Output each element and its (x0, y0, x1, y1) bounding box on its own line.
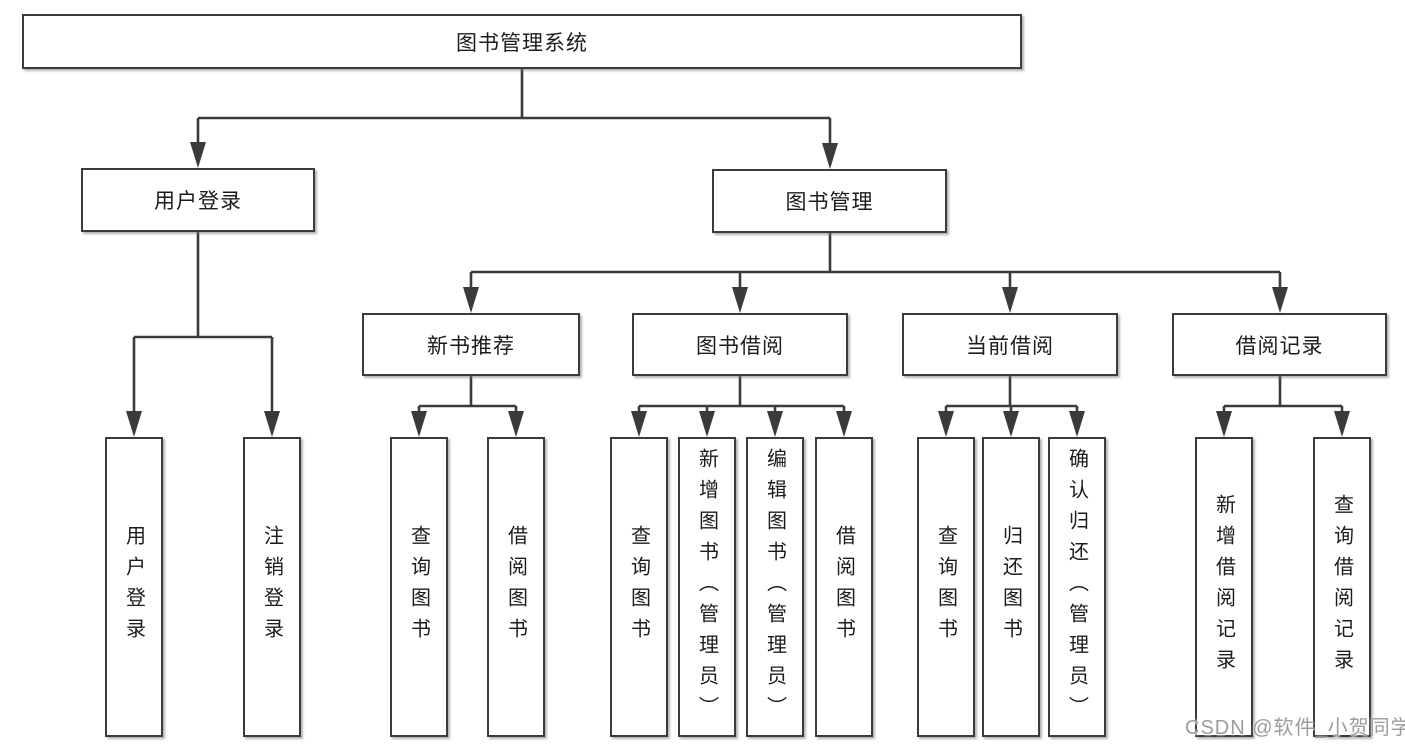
leaf-logout-label: 注销登录 (260, 525, 283, 649)
node-current-borrow: 当前借阅 (902, 313, 1118, 376)
leaf-logout: 注销登录 (243, 437, 301, 737)
node-root-system-label: 图书管理系统 (456, 31, 588, 55)
leaf-record-query-record-label: 查询借阅记录 (1330, 494, 1353, 680)
node-borrow-record-label: 借阅记录 (1235, 334, 1324, 358)
arrowhead-group (126, 142, 1350, 437)
node-new-book-recommend: 新书推荐 (362, 313, 580, 376)
leaf-record-add-record-label: 新增借阅记录 (1212, 494, 1235, 680)
node-borrow-record: 借阅记录 (1172, 313, 1387, 376)
leaf-current-return-book-label: 归还图书 (999, 525, 1022, 649)
node-book-borrow: 图书借阅 (632, 313, 848, 376)
leaf-borrow-query-book-label: 查询图书 (627, 525, 650, 649)
leaf-recommend-query-book: 查询图书 (390, 437, 448, 737)
leaf-borrow-add-book-admin-label: 新增图书（管理员） (695, 447, 718, 727)
leaf-borrow-edit-book-admin-label: 编辑图书（管理员） (763, 447, 786, 727)
node-book-borrow-label: 图书借阅 (696, 334, 784, 358)
leaf-borrow-borrow-book-label: 借阅图书 (832, 525, 855, 649)
leaf-recommend-query-book-label: 查询图书 (407, 525, 430, 649)
watermark: CSDN @软件_小贺同学 (1185, 717, 1405, 739)
node-user-login-label: 用户登录 (154, 190, 242, 213)
leaf-recommend-borrow-book-label: 借阅图书 (504, 525, 527, 649)
leaf-recommend-borrow-book: 借阅图书 (487, 437, 545, 737)
node-book-management: 图书管理 (712, 169, 947, 233)
leaf-user-login: 用户登录 (105, 437, 163, 737)
leaf-user-login-label: 用户登录 (122, 525, 145, 649)
leaf-record-query-record: 查询借阅记录 (1313, 437, 1371, 737)
node-user-login: 用户登录 (81, 168, 315, 232)
leaf-current-return-book: 归还图书 (982, 437, 1040, 737)
leaf-current-query-book: 查询图书 (917, 437, 975, 737)
leaf-current-confirm-return-admin-label: 确认归还（管理员） (1065, 447, 1088, 727)
leaf-record-add-record: 新增借阅记录 (1195, 437, 1253, 737)
node-book-management-label: 图书管理 (785, 191, 874, 214)
node-new-book-recommend-label: 新书推荐 (427, 334, 515, 358)
leaf-borrow-add-book-admin: 新增图书（管理员） (678, 437, 736, 737)
leaf-borrow-edit-book-admin: 编辑图书（管理员） (746, 437, 804, 737)
node-current-borrow-label: 当前借阅 (966, 334, 1054, 358)
leaf-current-query-book-label: 查询图书 (934, 525, 957, 649)
node-root-system: 图书管理系统 (22, 14, 1022, 69)
leaf-borrow-query-book: 查询图书 (610, 437, 668, 737)
leaf-borrow-borrow-book: 借阅图书 (815, 437, 873, 737)
leaf-current-confirm-return-admin: 确认归还（管理员） (1048, 437, 1106, 737)
